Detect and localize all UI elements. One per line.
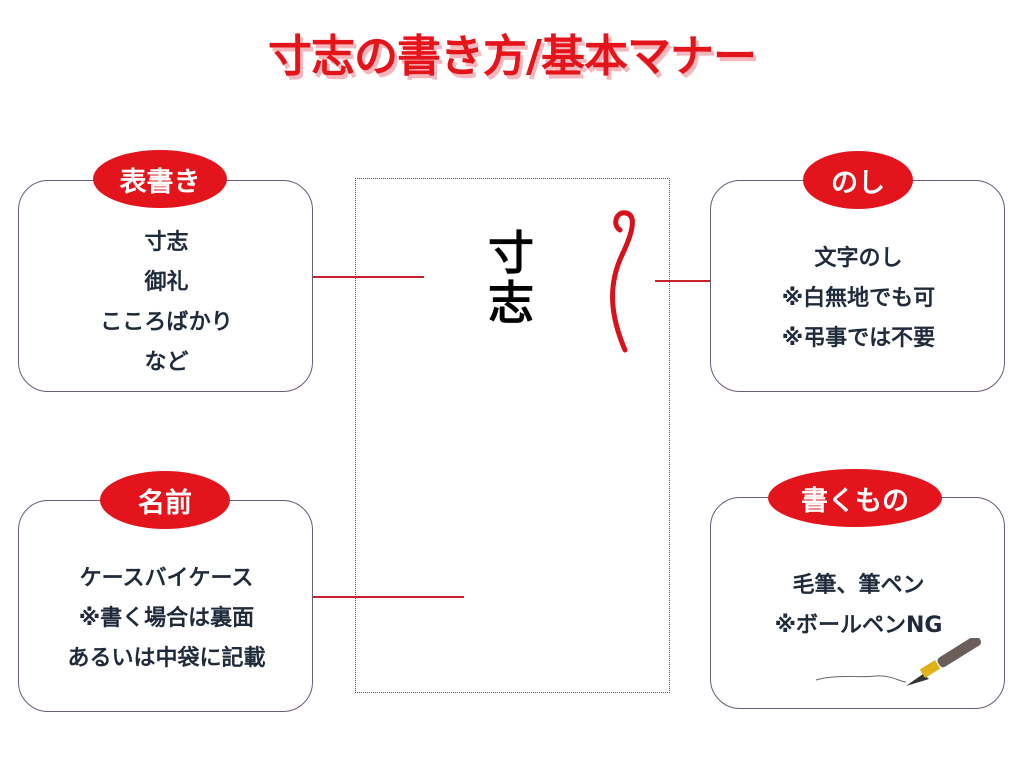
card-badge: 表書き (93, 150, 227, 208)
card-badge: 名前 (100, 471, 230, 529)
card-line: ※白無地でも可 (781, 286, 936, 311)
fountain-pen-icon (815, 638, 982, 686)
card-badge: 書くもの (768, 469, 942, 527)
connector-line (655, 280, 740, 282)
card-line: など (144, 350, 189, 375)
card-line: ※弔事では不要 (781, 326, 936, 351)
card-badge: のし (803, 151, 913, 209)
card-name: ケースバイケース ※書く場合は裏面 あるいは中袋に記載 (18, 500, 313, 712)
envelope (355, 178, 670, 693)
card-line: こころばかり (100, 310, 233, 335)
noshi-icon (610, 210, 635, 353)
connector-line (238, 276, 424, 278)
card-noshi: 文字のし ※白無地でも可 ※弔事では不要 (710, 180, 1005, 392)
card-line: 文字のし (814, 246, 903, 271)
inscription-char: 寸 (488, 226, 534, 280)
card-line: ※ボールペンNG (774, 613, 943, 638)
connector-line (288, 596, 464, 598)
card-omotegaki: 寸志 御礼 こころばかり など (18, 180, 313, 392)
card-line: あるいは中袋に記載 (67, 646, 266, 671)
envelope-inscription: 寸 志 (488, 228, 534, 328)
card-line: 寸志 (144, 230, 189, 255)
inscription-char: 志 (488, 276, 534, 330)
card-line: ケースバイケース (79, 566, 254, 591)
card-line: ※書く場合は裏面 (78, 606, 255, 631)
page-title: 寸志の書き方/基本マナー (267, 31, 757, 82)
card-line: 毛筆、筆ペン (792, 573, 925, 598)
card-line: 御礼 (144, 270, 189, 295)
card-writing-tool: 毛筆、筆ペン ※ボールペンNG (710, 497, 1005, 709)
